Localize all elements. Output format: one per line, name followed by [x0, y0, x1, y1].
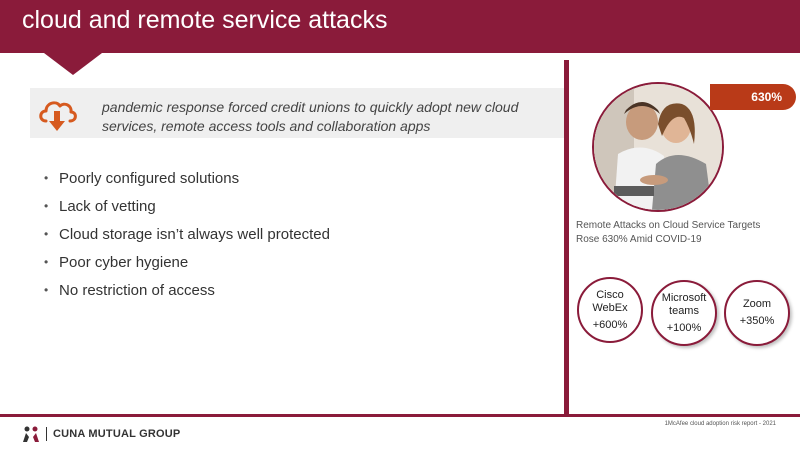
- footnote: 1McAfee cloud adoption risk report - 202…: [664, 421, 776, 427]
- service-name: Cisco WebEx: [592, 288, 628, 314]
- footer-divider: [0, 414, 800, 417]
- header-notch: [44, 53, 102, 75]
- company-logo: CUNA MUTUAL GROUP: [22, 424, 180, 444]
- stat-badge: 630%: [710, 84, 796, 110]
- list-item: Poor cyber hygiene: [44, 252, 334, 273]
- callout-panel: pandemic response forced credit unions t…: [30, 88, 566, 138]
- stat-caption: Remote Attacks on Cloud Service Targets …: [576, 220, 761, 245]
- service-bubble-teams: Microsoft teams +100%: [651, 280, 717, 346]
- bullet-list: Poorly configured solutions Lack of vett…: [44, 168, 334, 308]
- people-logo-icon: [23, 426, 39, 442]
- people-photo: [592, 82, 724, 212]
- people-illustration: [594, 84, 722, 210]
- page-title: cloud and remote service attacks: [22, 6, 388, 34]
- logo-separator: [46, 427, 47, 441]
- service-bubble-zoom: Zoom +350%: [724, 280, 790, 346]
- service-growth: +600%: [592, 318, 628, 331]
- callout-text: pandemic response forced credit unions t…: [102, 99, 519, 134]
- cloud-download-icon: [39, 101, 77, 131]
- service-bubble-webex: Cisco WebEx +600%: [577, 277, 643, 343]
- list-item: Cloud storage isn’t always well protecte…: [44, 224, 334, 245]
- service-growth: +350%: [739, 315, 775, 327]
- list-item: Poorly configured solutions: [44, 168, 334, 189]
- service-growth: +100%: [666, 321, 702, 334]
- list-item: Lack of vetting: [44, 196, 334, 217]
- vertical-divider: [564, 60, 569, 416]
- service-name: Microsoft teams: [661, 291, 707, 317]
- list-item: No restriction of access: [44, 280, 334, 301]
- logo-text: CUNA MUTUAL GROUP: [53, 428, 181, 440]
- header-bar: cloud and remote service attacks: [0, 0, 800, 53]
- service-name: Zoom: [742, 298, 772, 310]
